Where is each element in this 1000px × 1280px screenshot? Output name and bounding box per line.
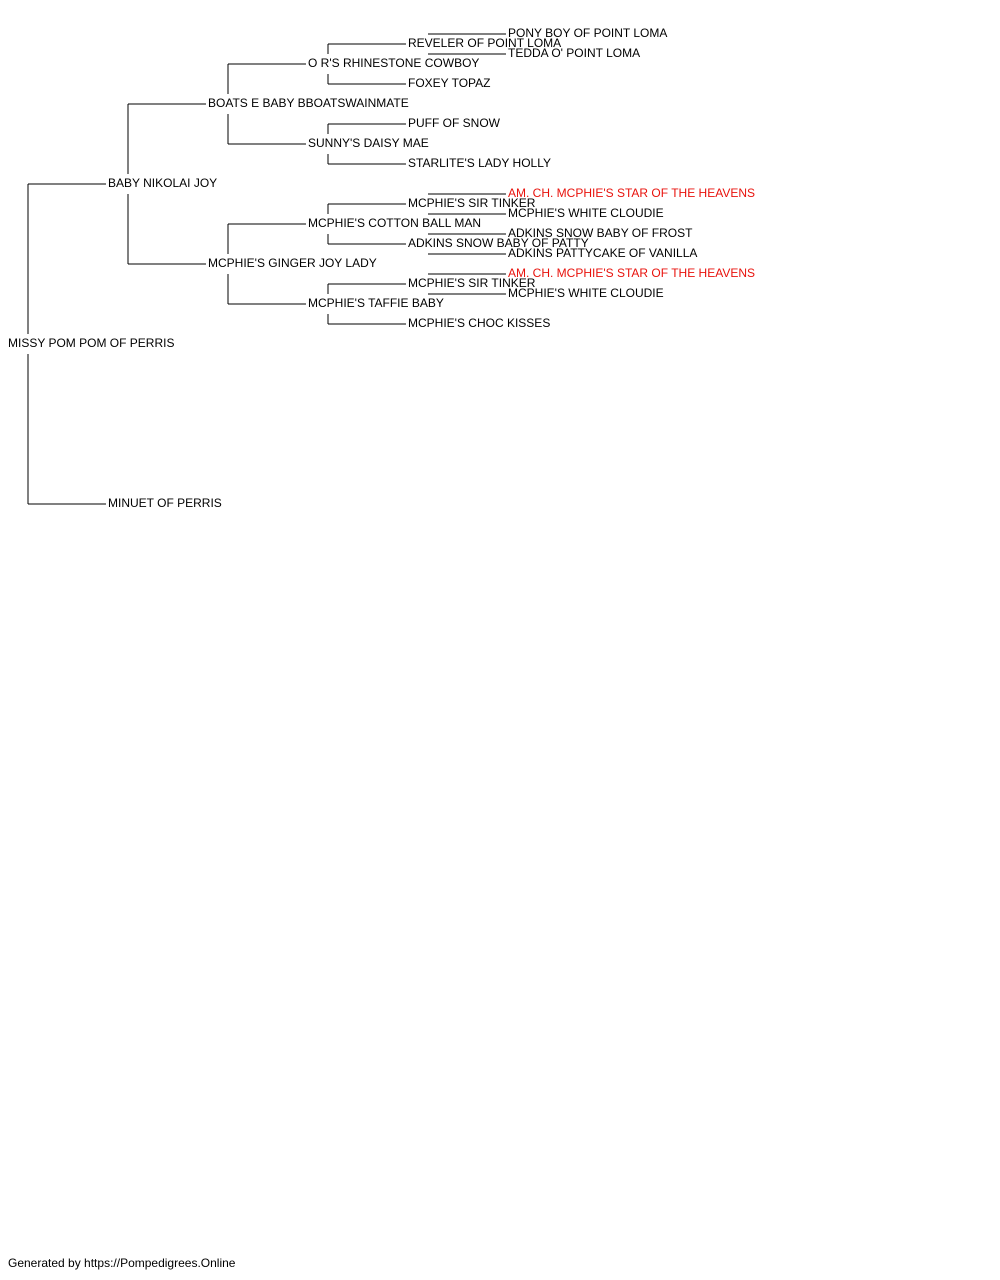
pedigree-node-reveler-of-point-loma: REVELER OF POINT LOMA (408, 36, 561, 50)
pedigree-names: MISSY POM POM OF PERRIS BABY NIKOLAI JOY B… (8, 26, 755, 510)
pedigree-node-mcphie-s-sir-tinker: MCPHIE'S SIR TINKER (408, 196, 536, 210)
pedigree-node-boats-e-baby-bboatswainmate: BOATS E BABY BBOATSWAINMATE (208, 96, 409, 110)
pedigree-node-sunny-s-daisy-mae: SUNNY'S DAISY MAE (308, 136, 429, 150)
pedigree-node-minuet-of-perris: MINUET OF PERRIS (108, 496, 222, 510)
pedigree-node-mcphie-s-taffie-baby: MCPHIE'S TAFFIE BABY (308, 296, 444, 310)
pedigree-node-am-ch-mcphie-s-star-of-the-heavens: AM. CH. MCPHIE'S STAR OF THE HEAVENS (508, 266, 755, 280)
pedigree-node-tedda-o-point-loma: TEDDA O' POINT LOMA (508, 46, 640, 60)
pedigree-connectors (27, 33, 506, 505)
pedigree-node-mcphie-s-ginger-joy-lady: MCPHIE'S GINGER JOY LADY (208, 256, 377, 270)
pedigree-node-o-r-s-rhinestone-cowboy: O R'S RHINESTONE COWBOY (308, 56, 479, 70)
pedigree-node-mcphie-s-cotton-ball-man: MCPHIE'S COTTON BALL MAN (308, 216, 481, 230)
pedigree-node-puff-of-snow: PUFF OF SNOW (408, 116, 501, 130)
pedigree-node-adkins-pattycake-of-vanilla: ADKINS PATTYCAKE OF VANILLA (508, 246, 697, 260)
pedigree-node-adkins-snow-baby-of-frost: ADKINS SNOW BABY OF FROST (508, 226, 693, 240)
pedigree-node-mcphie-s-white-cloudie: MCPHIE'S WHITE CLOUDIE (508, 206, 664, 220)
pedigree-node-missy-pom-pom-of-perris: MISSY POM POM OF PERRIS (8, 336, 174, 350)
pedigree-node-mcphie-s-white-cloudie: MCPHIE'S WHITE CLOUDIE (508, 286, 664, 300)
pedigree-node-starlite-s-lady-holly: STARLITE'S LADY HOLLY (408, 156, 551, 170)
pedigree-node-foxey-topaz: FOXEY TOPAZ (408, 76, 490, 90)
pedigree-node-mcphie-s-sir-tinker: MCPHIE'S SIR TINKER (408, 276, 536, 290)
generated-by-footer: Generated by https://Pompedigrees.Online (8, 1256, 236, 1270)
pedigree-node-baby-nikolai-joy: BABY NIKOLAI JOY (108, 176, 217, 190)
pedigree-node-mcphie-s-choc-kisses: MCPHIE'S CHOC KISSES (408, 316, 550, 330)
pedigree-node-am-ch-mcphie-s-star-of-the-heavens: AM. CH. MCPHIE'S STAR OF THE HEAVENS (508, 186, 755, 200)
pedigree-node-adkins-snow-baby-of-patty: ADKINS SNOW BABY OF PATTY (408, 236, 589, 250)
pedigree-node-pony-boy-of-point-loma: PONY BOY OF POINT LOMA (508, 26, 667, 40)
